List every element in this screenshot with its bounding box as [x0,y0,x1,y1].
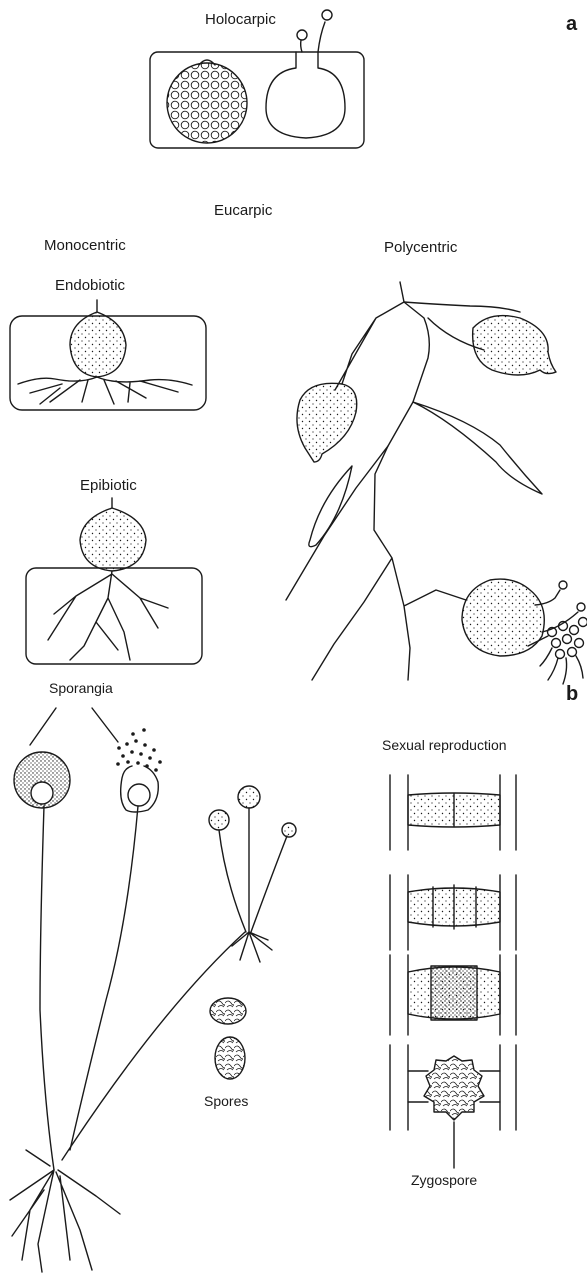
panel-b-letter: b [566,683,578,706]
sexual-stage-2 [390,875,516,950]
zygospore-label: Zygospore [411,1172,477,1188]
monocentric-label: Monocentric [44,237,126,254]
polycentric-drawing [286,282,587,684]
epibiotic-label: Epibiotic [80,477,137,494]
spore-drawings [210,998,246,1079]
released-spores [116,728,162,772]
endobiotic-drawing [10,300,206,410]
panel-a-letter: a [566,13,577,36]
holocarpic-label: Holocarpic [205,11,276,28]
sexual-reproduction-label: Sexual reproduction [382,737,507,753]
sexual-stage-1 [390,775,516,850]
polycentric-label: Polycentric [384,239,457,256]
sporangia-label: Sporangia [49,680,113,696]
endobiotic-label: Endobiotic [55,277,125,294]
holocarpic-drawing [150,10,364,148]
small-sporangiophore-drawing [209,786,296,962]
eucarpic-label: Eucarpic [214,202,272,219]
sexual-stage-4 [390,1045,516,1168]
sexual-stage-3 [390,955,516,1035]
spores-label: Spores [204,1093,248,1109]
epibiotic-drawing [26,498,202,664]
sporangiophore-drawing [10,728,245,1272]
